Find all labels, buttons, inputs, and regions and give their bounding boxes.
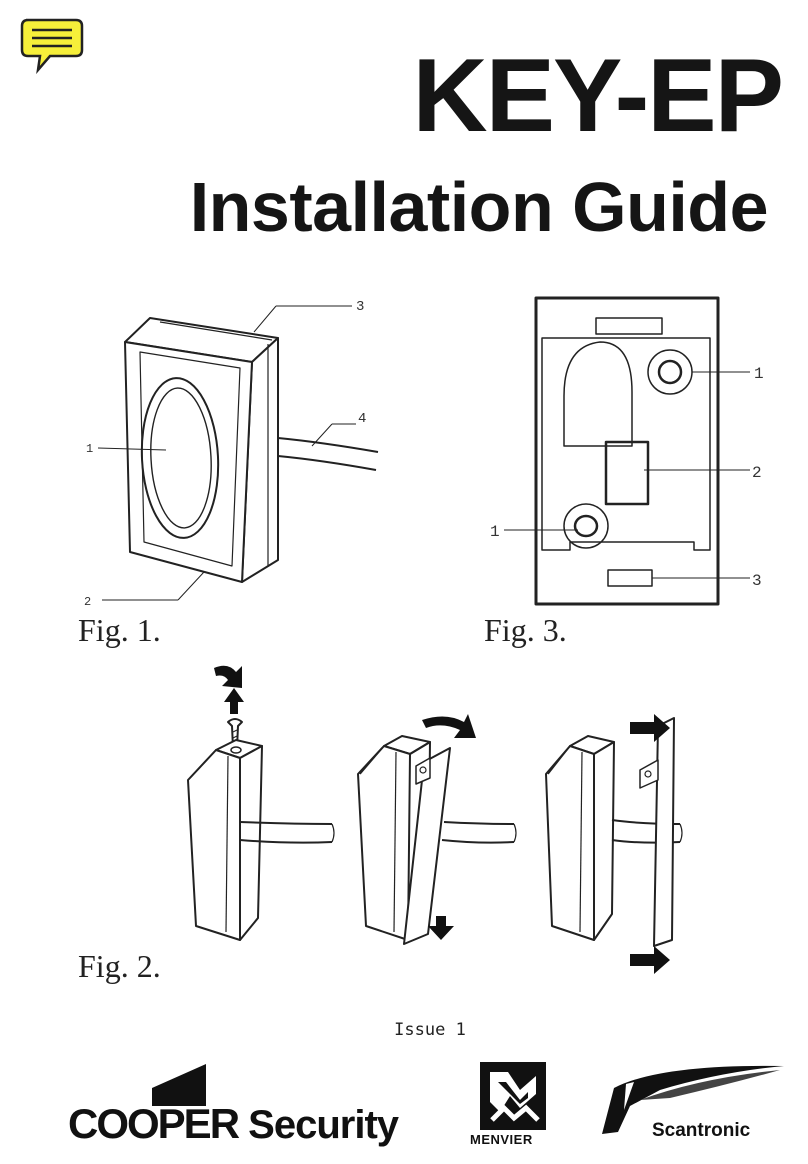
down-arrow-icon	[428, 916, 454, 940]
tamper-switch	[604, 440, 650, 506]
separating-backplate	[403, 747, 451, 945]
fig3-callout-1b: 1	[490, 523, 500, 541]
fig3-callout-2: 2	[752, 464, 762, 482]
backplate-outline	[534, 296, 720, 606]
fig1-label: Fig. 1.	[78, 612, 161, 648]
cooper-logo-mark	[152, 1064, 206, 1106]
fig3-drawing: 1 2 1 3	[490, 296, 764, 606]
document-subtitle: Installation Guide	[189, 168, 769, 246]
cooper-security-logo: COOPER Security	[68, 1100, 399, 1148]
curved-arrow-icon	[422, 714, 476, 738]
detector-front-face	[124, 341, 253, 583]
up-arrow-icon	[224, 688, 244, 714]
detached-backplate	[653, 717, 675, 947]
scantronic-logo-mark	[602, 1065, 784, 1134]
menvier-logo-text: MENVIER	[470, 1132, 533, 1147]
detector-cable	[277, 437, 379, 453]
detector-lens	[140, 377, 220, 539]
fig2-label: Fig. 2.	[78, 948, 161, 984]
speech-bubble-note-icon[interactable]	[20, 16, 84, 74]
backplate-cutout	[563, 341, 633, 447]
cooper-wordmark: COOPER	[68, 1100, 240, 1147]
fig3-label: Fig. 3.	[484, 612, 567, 648]
issue-text: Issue 1	[394, 1020, 466, 1040]
document-title: KEY-EP	[412, 38, 784, 154]
menvier-logo-mark	[480, 1062, 546, 1130]
fig3-callout-1: 1	[754, 365, 764, 383]
screw-hole-bottom	[573, 514, 599, 538]
fig2-drawing	[187, 665, 683, 974]
fig1-callout-3: 3	[356, 299, 364, 315]
right-arrow-icon	[630, 714, 670, 742]
fig1-callout-4: 4	[358, 411, 366, 427]
fig1-callout-2: 2	[84, 595, 91, 609]
scantronic-logo-text: Scantronic	[652, 1120, 751, 1141]
fig3-callout-3: 3	[752, 572, 762, 590]
rotate-arrow-icon	[214, 665, 242, 688]
right-arrow-lower-icon	[630, 946, 670, 974]
fig1-callout-1: 1	[86, 442, 93, 456]
security-wordmark: Security	[248, 1103, 399, 1147]
fig1-drawing: 1 2 3 4	[84, 299, 379, 609]
screw-hole-top	[657, 359, 683, 385]
